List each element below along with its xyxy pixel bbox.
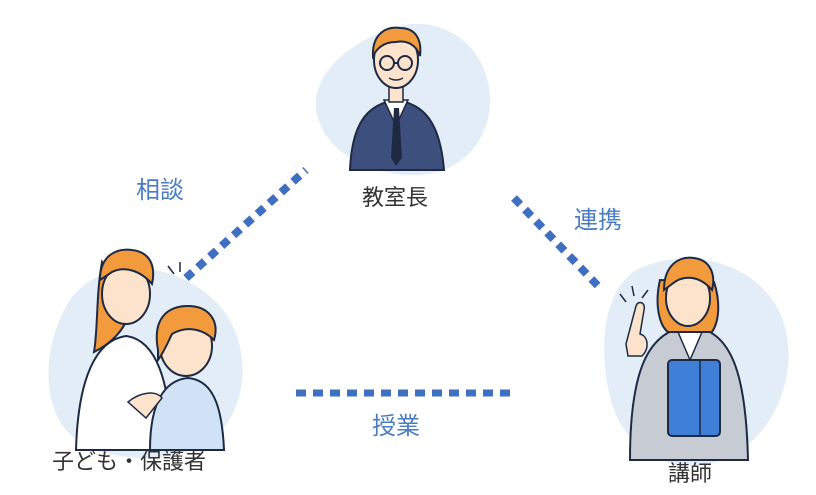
consult-label: 相談: [136, 176, 184, 204]
principal-label: 教室長: [362, 186, 429, 211]
consult-dotted-line: [183, 167, 309, 281]
lesson-label: 授業: [372, 412, 420, 440]
teacher-label: 講師: [668, 462, 713, 487]
family-label: 子ども・保護者: [52, 450, 207, 475]
teacher-illustration: [619, 256, 750, 461]
cooperate-dotted-line: [511, 195, 603, 291]
cooperate-label: 連携: [574, 206, 622, 234]
principal-illustration: [348, 26, 446, 171]
family-illustration: [74, 248, 226, 451]
